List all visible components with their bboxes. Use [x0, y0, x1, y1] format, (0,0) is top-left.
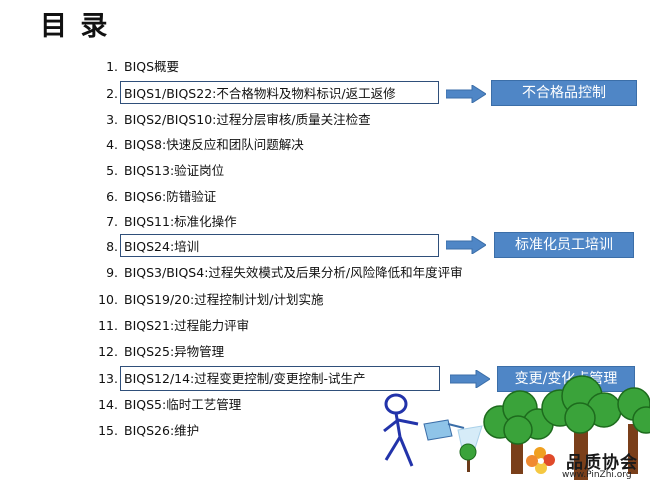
list-item-number: 15.	[98, 423, 118, 438]
list-item-text: BIQS3/BIQS4:过程失效模式及后果分析/风险降低和年度评审	[124, 265, 463, 280]
highlight-box-item-8	[120, 234, 439, 257]
list-item-text: BIQS21:过程能力评审	[124, 318, 250, 333]
callout-standard-training: 标准化员工培训	[494, 232, 634, 258]
list-item-number: 6.	[106, 189, 118, 204]
list-item-number: 12.	[98, 344, 118, 359]
list-item-text: BIQS13:验证岗位	[124, 163, 225, 178]
list-item-text: BIQS12/14:过程变更控制/变更控制-试生产	[124, 371, 366, 386]
sapling-icon	[459, 443, 477, 472]
list-item-text: BIQS6:防错验证	[124, 189, 217, 204]
list-item-number: 7.	[106, 214, 118, 229]
list-item-number: 10.	[98, 292, 118, 307]
list-item-text: BIQS5:临时工艺管理	[124, 397, 242, 412]
list-item-number: 9.	[106, 265, 118, 280]
list-item-text: BIQS1/BIQS22:不合格物料及物料标识/返工返修	[124, 86, 396, 101]
list-item-number: 1.	[106, 59, 118, 74]
list-item-text: BIQS26:维护	[124, 423, 200, 438]
list-item-number: 4.	[106, 137, 118, 152]
page-title: 目 录	[40, 11, 110, 42]
logo-url: www.PinZhi.org	[562, 470, 632, 480]
list-item-text: BIQS25:异物管理	[124, 344, 225, 359]
tree-icon	[541, 375, 622, 480]
stick-figure-icon	[383, 393, 419, 467]
arrow-right-icon	[446, 236, 486, 254]
arrow-right-icon	[450, 370, 490, 388]
list-item-text: BIQS概要	[124, 59, 180, 74]
list-item-text: BIQS24:培训	[124, 239, 200, 254]
highlight-box-item-13	[120, 366, 440, 391]
list-item-text: BIQS8:快速反应和团队问题解决	[124, 137, 304, 152]
list-item-number: 5.	[106, 163, 118, 178]
list-item-number: 11.	[98, 318, 118, 333]
callout-nonconforming-control: 不合格品控制	[491, 80, 637, 106]
list-item-text: BIQS11:标准化操作	[124, 214, 237, 229]
logo-flower-icon	[526, 447, 555, 474]
list-item-number: 3.	[106, 112, 118, 127]
highlight-box-item-2	[120, 81, 439, 104]
list-item-number: 2.	[106, 86, 118, 101]
list-item-number: 8.	[106, 239, 118, 254]
list-item-text: BIQS19/20:过程控制计划/计划实施	[124, 292, 324, 307]
list-item-number: 14.	[98, 397, 118, 412]
list-item-text: BIQS2/BIQS10:过程分层审核/质量关注检查	[124, 112, 371, 127]
list-item-number: 13.	[98, 371, 118, 386]
tree-icon	[617, 387, 650, 474]
arrow-right-icon	[446, 85, 486, 103]
logo-name: 品质协会	[566, 453, 638, 473]
